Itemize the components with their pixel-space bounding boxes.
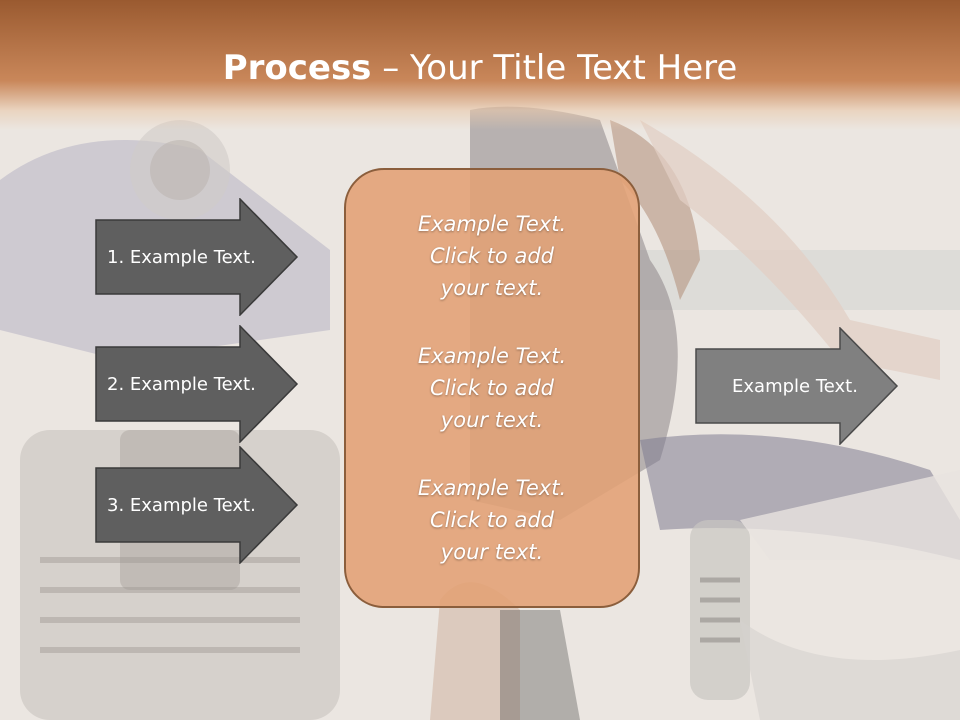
paragraph-line: Example Text. (417, 344, 567, 368)
paragraph-line: Click to add (429, 244, 554, 268)
paragraph-line: Example Text. (417, 476, 567, 500)
paragraph-line: your text. (440, 540, 544, 564)
title-bar (0, 0, 960, 130)
paragraph-line: Click to add (429, 376, 554, 400)
paragraph-line: your text. (440, 276, 544, 300)
step-label-3: 3. Example Text. (107, 494, 256, 516)
center-paragraph-2: Example Text. Click to add your text. (377, 340, 607, 436)
center-paragraph-1: Example Text. Click to add your text. (377, 208, 607, 304)
center-paragraph-3: Example Text. Click to add your text. (377, 472, 607, 568)
title-rest-part: – Your Title Text Here (371, 48, 738, 88)
step-label-1: 1. Example Text. (107, 246, 256, 268)
center-text-box[interactable]: Example Text. Click to add your text. Ex… (344, 168, 640, 608)
step-arrow-3[interactable]: 3. Example Text. (95, 446, 299, 564)
right-arrow-icon (95, 446, 299, 564)
paragraph-line: Example Text. (417, 212, 567, 236)
output-label: Example Text. (732, 375, 858, 397)
output-arrow[interactable]: Example Text. (695, 327, 899, 445)
slide-title[interactable]: Process – Your Title Text Here (0, 48, 960, 88)
right-arrow-icon (95, 198, 299, 316)
step-arrow-1[interactable]: 1. Example Text. (95, 198, 299, 316)
paragraph-line: Click to add (429, 508, 554, 532)
right-arrow-icon (95, 325, 299, 443)
paragraph-line: your text. (440, 408, 544, 432)
right-arrow-icon (695, 327, 899, 445)
step-arrow-2[interactable]: 2. Example Text. (95, 325, 299, 443)
title-bold-part: Process (222, 48, 372, 88)
step-label-2: 2. Example Text. (107, 373, 256, 395)
